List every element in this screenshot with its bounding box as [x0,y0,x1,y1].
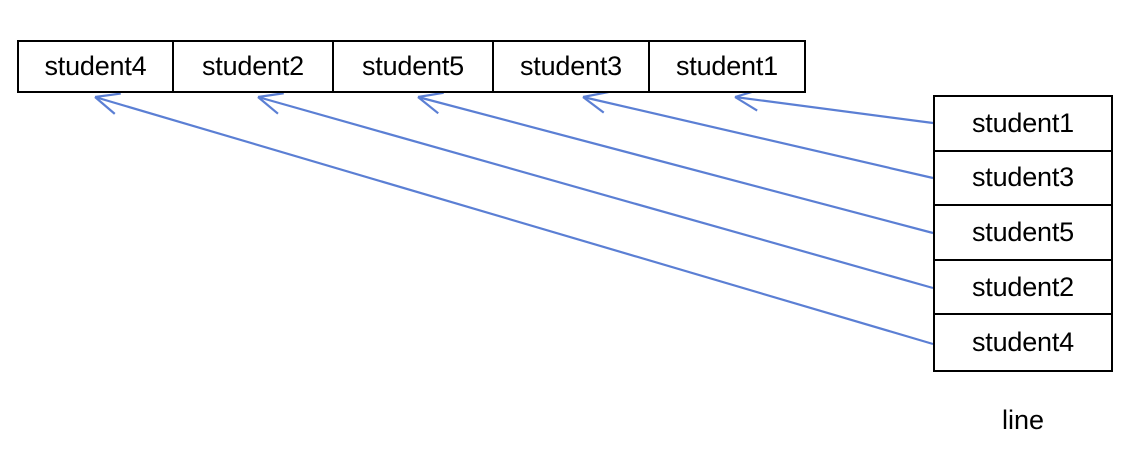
queue-row-3: student2 [935,260,1111,316]
arrow-shaft-3 [257,95,934,290]
arrow-head-barb-3-1 [257,96,279,115]
queue-row-1-label: student3 [972,162,1074,193]
top-cell-3: student3 [494,42,650,91]
top-cell-0-label: student4 [44,51,147,81]
arrow-head-barb-0-1 [734,96,758,112]
queue-row-1: student3 [935,151,1111,207]
arrow-shaft-4 [94,95,934,346]
top-cell-2-label: student5 [362,51,464,81]
arrow-head-barb-4-0 [94,92,121,99]
top-cell-4: student1 [650,42,804,91]
top-cell-4-label: student1 [676,51,778,81]
queue-row-4-label: student4 [972,327,1074,358]
queue-row-0: student1 [935,97,1111,152]
queue-row-2-label: student5 [972,217,1074,248]
top-sequence-table: student4 student2 student5 student3 stud… [17,40,806,93]
arrow-head-barb-2-1 [417,96,439,115]
arrow-group [94,88,934,346]
arrow-head-barb-2-0 [417,91,444,99]
top-cell-2: student5 [334,42,494,91]
arrow-shaft-2 [417,95,934,235]
queue-row-2: student5 [935,206,1111,261]
arrow-shaft-0 [734,95,934,125]
line-caption: line [1001,405,1045,435]
top-cell-3-label: student3 [520,51,622,81]
arrow-head-barb-3-0 [257,92,284,99]
queue-row-4: student4 [935,315,1111,371]
arrow-shaft-1 [582,95,934,180]
arrow-head-barb-4-1 [94,96,116,115]
line-queue-table: student1 student3 student5 student2 stud… [933,95,1113,372]
queue-row-0-label: student1 [972,107,1074,138]
top-cell-1-label: student2 [202,51,304,81]
top-cell-1: student2 [174,42,334,91]
top-cell-0: student4 [19,42,174,91]
arrow-head-barb-1-1 [582,96,605,114]
queue-row-3-label: student2 [972,271,1074,302]
